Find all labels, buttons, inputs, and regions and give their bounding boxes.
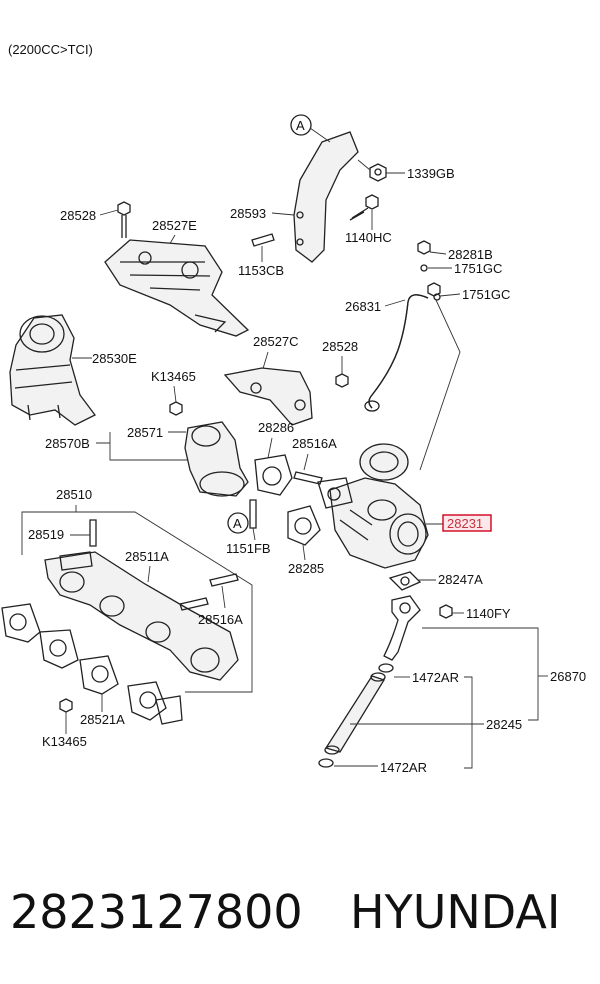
label-1472ar-top: 1472AR xyxy=(412,670,459,685)
label-28286: 28286 xyxy=(258,420,294,435)
oil-return-pipe-26870 xyxy=(383,595,539,721)
bolt-1140hc xyxy=(349,194,379,230)
label-28247a: 28247A xyxy=(438,572,483,587)
bolt-28528-mid xyxy=(335,356,349,388)
label-28571: 28571 xyxy=(127,425,163,440)
label-28570b: 28570B xyxy=(45,436,90,451)
label-1151fb: 1151FB xyxy=(226,541,271,556)
catalytic-converter-28530e xyxy=(9,314,96,426)
label-28245: 28245 xyxy=(486,717,522,732)
label-28231: 28231 xyxy=(447,516,483,531)
label-28530e: 28530E xyxy=(92,351,137,366)
exhaust-manifold-28511a xyxy=(44,551,239,681)
turbocharger-28231 xyxy=(317,443,429,569)
label-28528-mid: 28528 xyxy=(322,339,358,354)
variant-note: (2200CC>TCI) xyxy=(8,42,93,57)
stud-28519 xyxy=(70,519,97,547)
gasket-28521a xyxy=(1,603,183,725)
label-1751gc-b: 1751GC xyxy=(462,287,510,302)
stud-1153cb xyxy=(251,233,275,262)
gasket-28247a xyxy=(388,571,436,591)
label-1751gc-a: 1751GC xyxy=(454,261,502,276)
bolt-1151fb xyxy=(249,499,257,541)
gasket-28286 xyxy=(254,454,293,496)
label-28281b: 28281B xyxy=(448,247,493,262)
bracket-28593 xyxy=(293,131,359,263)
label-28521a: 28521A xyxy=(80,712,125,727)
label-28511a: 28511A xyxy=(125,549,169,564)
label-1472ar-bot: 1472AR xyxy=(380,760,427,775)
callout-a-bot: A xyxy=(227,512,249,534)
label-28516a-bot: 28516A xyxy=(198,612,243,627)
nut-1339gb xyxy=(357,159,405,182)
svg-text:A: A xyxy=(296,118,305,133)
label-1339gb: 1339GB xyxy=(407,166,455,181)
label-k13465-top: K13465 xyxy=(151,369,196,384)
clamp-1472ar-bot xyxy=(318,758,378,768)
nut-k13465-top xyxy=(169,385,183,416)
label-28510: 28510 xyxy=(56,487,92,502)
gasket-28285 xyxy=(287,505,321,561)
label-28593: 28593 xyxy=(230,206,266,221)
exhaust-pipe-28571 xyxy=(184,421,249,497)
oil-pipe-26831 xyxy=(364,294,429,412)
label-26870: 26870 xyxy=(550,669,586,684)
stud-28516a-bot xyxy=(179,573,239,611)
bolt-28528-top xyxy=(99,201,131,238)
footer-part-number: 2823127800 xyxy=(10,885,303,939)
hose-28245 xyxy=(324,672,386,755)
label-1140fy: 1140FY xyxy=(466,606,511,621)
label-k13465-bot: K13465 xyxy=(42,734,87,749)
label-28527c: 28527C xyxy=(253,334,299,349)
label-28519: 28519 xyxy=(28,527,64,542)
label-26831: 26831 xyxy=(345,299,381,314)
label-28528-top: 28528 xyxy=(60,208,96,223)
nut-k13465-bot xyxy=(59,698,73,734)
label-28527e: 28527E xyxy=(152,218,197,233)
footer-brand: HYUNDAI xyxy=(350,885,560,939)
label-1140hc: 1140HC xyxy=(345,230,392,245)
heat-shield-28527c xyxy=(223,367,313,426)
stud-28516a-top xyxy=(293,471,323,485)
label-28516a-top: 28516A xyxy=(292,436,337,451)
fittings-28281b xyxy=(417,240,461,471)
svg-text:A: A xyxy=(233,516,242,531)
label-1153cb: 1153CB xyxy=(238,263,284,278)
clamp-1472ar-top xyxy=(378,663,410,678)
heat-shield-28527e xyxy=(104,239,250,337)
highlight-box-28231 xyxy=(442,514,492,532)
callout-a-top: A xyxy=(290,114,331,143)
label-28285: 28285 xyxy=(288,561,324,576)
bolt-1140fy xyxy=(439,604,464,619)
